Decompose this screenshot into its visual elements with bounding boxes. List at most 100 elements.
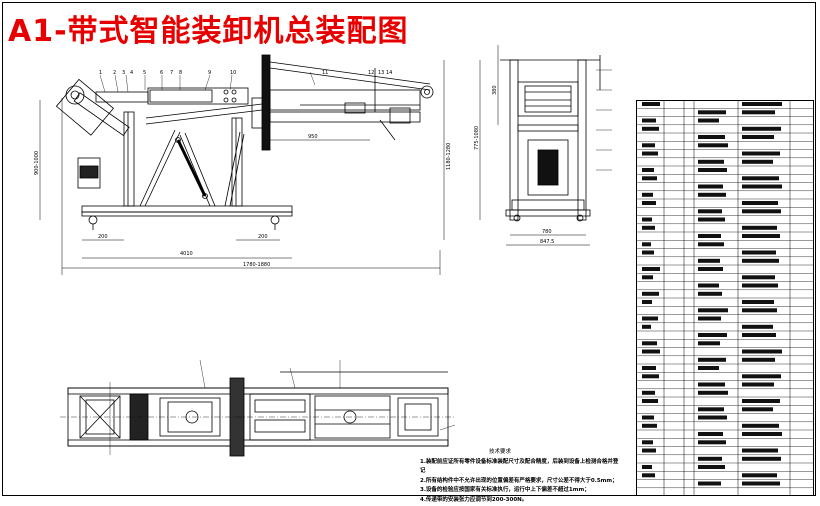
note-line-4: 4.传递带的安装张力应调节到200-300N。	[420, 496, 528, 503]
bom-redacted-cell	[642, 440, 653, 445]
note-line-2: 2.所有结构件中不允许出现的位置偏差有严格要求，尺寸公差不得大于0.5mm；	[420, 477, 618, 484]
bom-redacted-cell	[698, 234, 721, 238]
bom-redacted-cell	[742, 151, 780, 156]
bom-redacted-cell	[642, 423, 657, 428]
bom-redacted-cell	[642, 225, 655, 230]
bom-redacted-cell	[742, 258, 779, 263]
bom-redacted-cell	[698, 291, 722, 296]
bom-redacted-cell	[698, 456, 722, 461]
bom-redacted-cell	[742, 201, 778, 205]
bom-redacted-cell	[742, 382, 774, 387]
bom-redacted-cell	[642, 102, 660, 106]
balloon-4: 4	[130, 70, 133, 76]
dim-4010: 4010	[180, 251, 193, 257]
dim-847-5: 847.5	[540, 239, 554, 245]
side-view	[479, 45, 612, 246]
bom-redacted-cell	[742, 300, 774, 304]
dim-950: 950	[308, 134, 318, 140]
bom-redacted-cell	[742, 481, 780, 486]
bom-redacted-cell	[742, 225, 777, 230]
bom-redacted-cell	[642, 242, 651, 247]
dim-1180-1280: 1180-1280	[446, 143, 452, 170]
bom-redacted-cell	[742, 333, 776, 337]
bom-redacted-cell	[698, 308, 728, 313]
bom-redacted-cell	[698, 432, 723, 436]
notes-title: 技术要求	[488, 449, 511, 455]
bom-redacted-cell	[698, 440, 726, 445]
bom-redacted-cell	[698, 135, 725, 139]
bom-redacted-cell	[698, 143, 728, 148]
bom-redacted-cell	[742, 234, 780, 238]
bom-redacted-cell	[742, 407, 773, 412]
drawing-title: A1-带式智能装卸机总装配图	[8, 14, 409, 49]
bom-redacted-cell	[698, 267, 723, 271]
balloon-1: 1	[99, 70, 102, 76]
bom-redacted-cell	[698, 481, 721, 486]
bom-redacted-cell	[742, 423, 779, 428]
balloon-3: 3	[122, 70, 125, 76]
note-line-3: 3.设备的检验应按国家有关标准执行，运行中上下偏差不超过1mm；	[420, 487, 590, 494]
bom-redacted-cell	[742, 176, 779, 181]
bom-redacted-cell	[742, 456, 781, 461]
technical-notes: 技术要求 1.装配前应证所有零件设备标准装配尺寸及配合精度，后装到设备上检测合格…	[420, 448, 620, 506]
bom-redacted-cell	[742, 159, 773, 164]
bom-redacted-cell	[642, 316, 658, 321]
dim-1780-1880: 1780-1880	[243, 262, 270, 268]
bom-redacted-cell	[642, 374, 659, 379]
bom-redacted-cell	[642, 267, 660, 271]
bom-redacted-cell	[642, 143, 655, 148]
balloon-7: 7	[170, 70, 173, 76]
bom-redacted-cell	[642, 151, 658, 156]
bom-redacted-cell	[642, 415, 654, 420]
bom-redacted-cell	[742, 432, 782, 436]
bom-redacted-cell	[642, 349, 660, 354]
bom-redacted-cell	[742, 357, 775, 362]
bom-redacted-cell	[742, 283, 778, 288]
balloon-14: 14	[386, 70, 392, 76]
bom-redacted-cell	[642, 168, 654, 172]
dim-200-right: 200	[258, 234, 268, 240]
balloon-9: 9	[208, 70, 211, 76]
bom-redacted-cell	[642, 192, 653, 197]
bom-redacted-cell	[698, 192, 726, 197]
bom-redacted-cell	[742, 275, 775, 280]
bom-redacted-cell	[642, 473, 655, 478]
bom-redacted-cell	[698, 209, 722, 214]
balloon-11: 11	[322, 70, 328, 76]
balloon-13: 13	[378, 70, 384, 76]
bom-redacted-cell	[698, 159, 724, 164]
bom-redacted-cell	[698, 333, 727, 337]
bom-redacted-cell	[742, 448, 778, 453]
bom-redacted-cell	[642, 341, 657, 346]
balloon-6: 6	[160, 70, 163, 76]
bom-redacted-cell	[698, 415, 727, 420]
dim-780: 780	[542, 229, 552, 235]
bom-redacted-cell	[698, 110, 726, 115]
top-view	[60, 359, 456, 457]
bom-redacted-cell	[698, 316, 721, 321]
bom-redacted-cell	[698, 366, 719, 370]
bom-redacted-cell	[698, 357, 726, 362]
bom-redacted-cell	[698, 407, 724, 412]
bom-redacted-cell	[642, 324, 651, 329]
bom-redacted-cell	[642, 118, 656, 123]
balloon-8: 8	[179, 70, 182, 76]
bom-table-frame	[636, 100, 814, 496]
bom-redacted-cell	[698, 465, 725, 469]
bom-redacted-cell	[642, 390, 655, 395]
bom-redacted-cell	[642, 176, 657, 181]
bom-redacted-cell	[742, 349, 782, 354]
bom-redacted-cell	[642, 465, 652, 469]
bom-redacted-cell	[742, 250, 776, 255]
bom-redacted-cell	[698, 168, 727, 172]
bom-redacted-cell	[742, 209, 781, 214]
bom-redacted-cell	[642, 291, 659, 296]
bom-redacted-cell	[742, 374, 781, 379]
balloon-2: 2	[113, 70, 116, 76]
bom-redacted-cell	[642, 126, 659, 131]
bom-redacted-cell	[642, 217, 652, 222]
bom-redacted-cell	[742, 399, 780, 403]
dim-900-1000: 900-1000	[34, 151, 40, 175]
bom-redacted-cell	[742, 135, 774, 139]
